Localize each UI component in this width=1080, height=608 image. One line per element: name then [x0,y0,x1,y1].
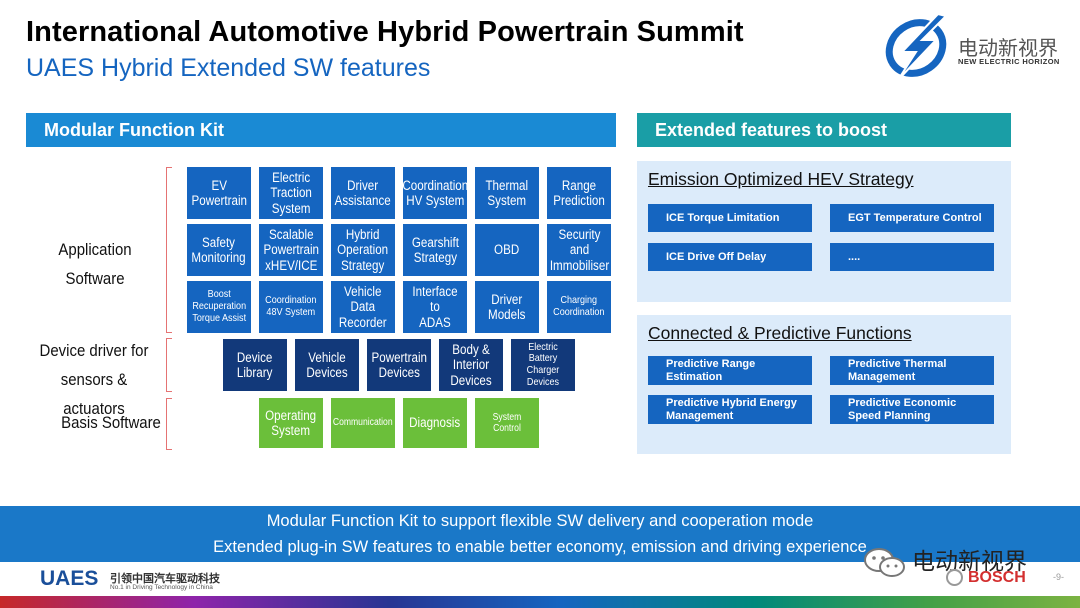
logo-text-cn: 电动新视界 [958,36,1058,60]
uaes-slogan-en: No.1 in Driving Technology in China [110,584,213,591]
app-module-17-label: Driver Models [488,291,526,322]
app-module-15: Vehicle Data Recorder [331,281,395,333]
footer-color-stripe [0,596,1080,608]
app-module-16: Interface to ADAS [403,281,467,333]
device-module-3-label: Powertrain Devices [371,349,427,380]
logo-text-en: NEW ELECTRIC HORIZON [958,57,1060,66]
app-module-13: Boost Recuperation Torque Assist [187,281,251,333]
feature-more: .... [830,243,994,271]
app-module-1: EV Powertrain [187,167,251,219]
app-module-14: Coordination 48V System [259,281,323,333]
page-number: -9- [1053,572,1064,582]
app-module-16-label: Interface to ADAS [412,284,458,330]
category-application-software: Application Software [58,240,132,288]
emission-strategy-title: Emission Optimized HEV Strategy [648,169,914,189]
emission-strategy-panel: Emission Optimized HEV Strategy ICE Torq… [637,161,1011,302]
uaes-logo: UAES [40,567,99,590]
predictive-functions-title: Connected & Predictive Functions [648,323,912,343]
app-module-4-label: Coordination HV System [402,177,468,208]
feature-ice-torque-limitation: ICE Torque Limitation [648,204,812,232]
app-module-12-label: Security and Immobiliser [549,227,609,273]
app-module-2-label: Electric Traction System [270,170,312,216]
app-module-3-label: Driver Assistance [334,177,392,208]
modular-function-kit-header: Modular Function Kit [26,113,616,147]
bosch-ring-icon [946,569,963,586]
extended-features-header: Extended features to boost [637,113,1011,147]
basis-module-4-label: System Control [492,411,522,434]
device-module-1: Device Library [223,339,287,391]
app-module-18-label: Charging Coordination [553,294,605,318]
app-module-7: Safety Monitoring [187,224,251,276]
uaes-slogan-cn: 引领中国汽车驱动科技 [110,572,220,585]
device-module-3: Powertrain Devices [367,339,431,391]
app-module-3: Driver Assistance [331,167,395,219]
category-basis-software: Basis Software [61,413,161,432]
wechat-icon [864,548,905,577]
feature-predictive-speed: Predictive Economic Speed Planning [830,395,994,424]
device-module-5-label: Electric Battery Charger Devices [526,340,560,388]
feature-predictive-hybrid-energy: Predictive Hybrid Energy Management [648,395,812,424]
feature-ice-drive-off-delay: ICE Drive Off Delay [648,243,812,271]
bracket-device [166,338,172,392]
basis-module-1-label: Operating System [265,407,317,438]
watermark-text: 电动新视界 [912,549,1027,575]
bosch-logo: BOSCH [968,569,1026,586]
app-module-9-label: Hybrid Operation Strategy [337,227,389,273]
basis-module-3: Diagnosis [403,398,467,448]
feature-predictive-range: Predictive Range Estimation [648,356,812,385]
predictive-functions-panel: Connected & Predictive Functions Predict… [637,315,1011,454]
basis-module-1: Operating System [259,398,323,448]
slide-title: International Automotive Hybrid Powertra… [26,16,744,48]
app-module-11-label: OBD [494,242,520,258]
app-module-1-label: EV Powertrain [191,177,247,208]
device-module-5: Electric Battery Charger Devices [511,339,575,391]
app-module-14-label: Coordination 48V System [265,294,317,318]
banner-line-1: Modular Function Kit to support flexible… [266,512,814,530]
category-device-driver: Device driver for sensors & actuators [39,341,149,418]
app-module-13-label: Boost Recuperation Torque Assist [192,288,246,324]
device-module-4: Body & Interior Devices [439,339,503,391]
lightning-logo-icon [885,12,948,81]
app-module-10-label: Gearshift Strategy [411,234,459,265]
feature-egt-temperature-control: EGT Temperature Control [830,204,994,232]
basis-module-3-label: Diagnosis [409,415,461,431]
app-module-5-label: Thermal System [485,177,529,208]
app-module-8-label: Scalable Powertrain xHEV/ICE [263,227,319,273]
brand-logo: 电动新视界 NEW ELECTRIC HORIZON [880,12,1070,82]
app-module-6: Range Prediction [547,167,611,219]
device-module-1-label: Device Library [237,349,273,380]
app-module-8: Scalable Powertrain xHEV/ICE [259,224,323,276]
basis-module-2-label: Communication [333,417,393,429]
device-module-2-label: Vehicle Devices [306,349,348,380]
device-module-2: Vehicle Devices [295,339,359,391]
app-module-10: Gearshift Strategy [403,224,467,276]
app-module-5: Thermal System [475,167,539,219]
summary-banner: Modular Function Kit to support flexible… [0,506,1080,562]
app-module-6-label: Range Prediction [553,177,605,208]
basis-module-4: System Control [475,398,539,448]
app-module-18: Charging Coordination [547,281,611,333]
app-module-11: OBD [475,224,539,276]
app-module-9: Hybrid Operation Strategy [331,224,395,276]
bracket-basis [166,398,172,450]
basis-module-2: Communication [331,398,395,448]
bracket-application [166,167,172,333]
feature-predictive-thermal: Predictive Thermal Management [830,356,994,385]
slide-subtitle: UAES Hybrid Extended SW features [26,54,431,82]
app-module-17: Driver Models [475,281,539,333]
app-module-2: Electric Traction System [259,167,323,219]
app-module-15-label: Vehicle Data Recorder [339,284,387,330]
app-module-12: Security and Immobiliser [547,224,611,276]
app-module-7-label: Safety Monitoring [191,234,247,265]
banner-line-2: Extended plug-in SW features to enable b… [213,538,867,556]
device-module-4-label: Body & Interior Devices [450,342,492,388]
app-module-4: Coordination HV System [402,167,468,219]
